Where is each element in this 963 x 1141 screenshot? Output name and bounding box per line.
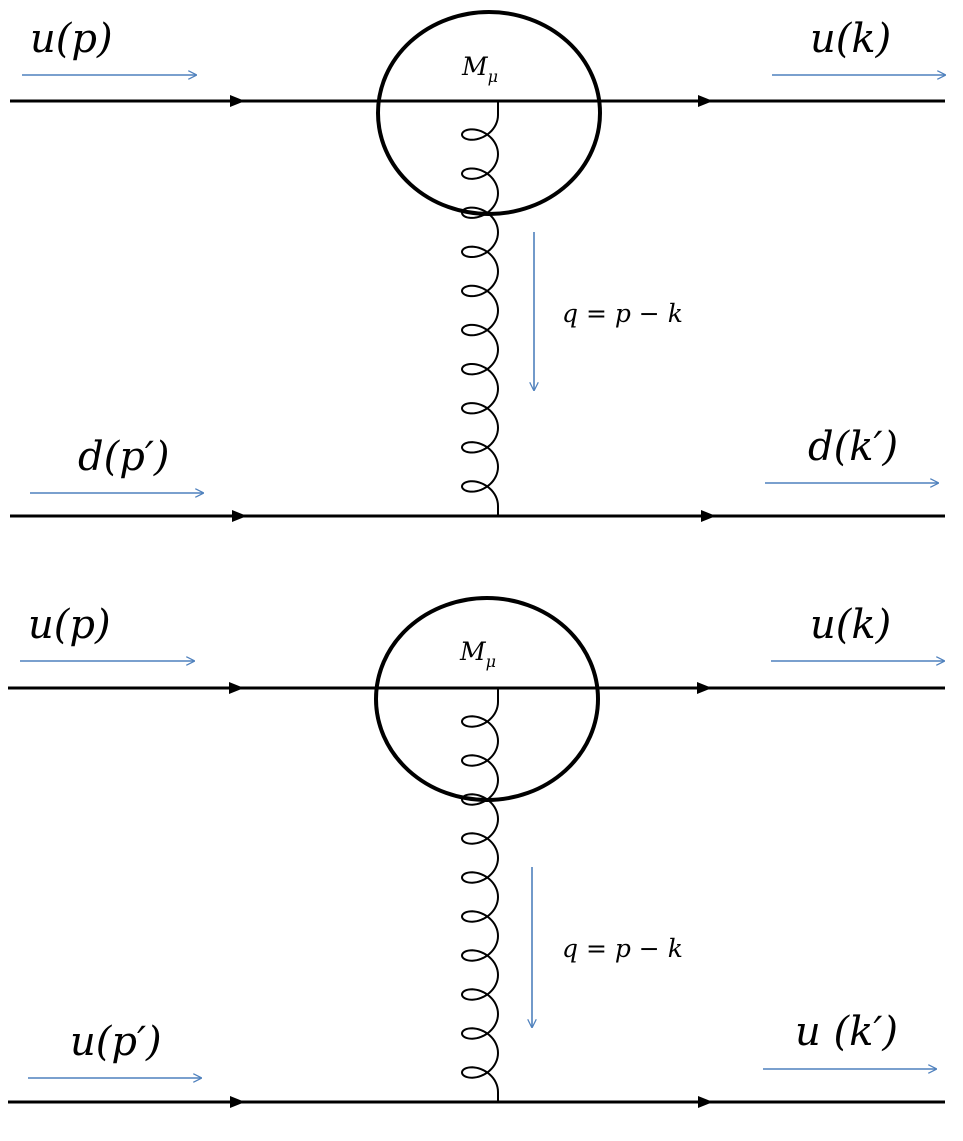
outgoing-bottom-label: d(k′) xyxy=(808,424,898,470)
momentum-transfer-label: q = p − k xyxy=(562,299,683,328)
diagram-uu-scattering: u(p) u(k) u(p′) u (k′) Mμ q = p − k xyxy=(8,596,945,1108)
fermion-arrow-icon xyxy=(697,682,712,694)
momentum-transfer-label: q = p − k xyxy=(562,934,683,963)
fermion-arrow-icon xyxy=(701,510,716,522)
outgoing-top-label: u(k) xyxy=(810,16,891,62)
fermion-arrow-icon xyxy=(698,1096,713,1108)
incoming-top-label: u(p) xyxy=(28,602,111,648)
vertex-label: Mμ xyxy=(461,52,498,86)
fermion-arrow-icon xyxy=(229,682,244,694)
fermion-arrow-icon xyxy=(230,1096,245,1108)
incoming-bottom-label: u(p′) xyxy=(70,1019,162,1065)
outgoing-top-label: u(k) xyxy=(810,602,891,648)
fermion-arrow-icon xyxy=(698,95,713,107)
gluon-propagator xyxy=(460,688,500,1102)
gluon-propagator xyxy=(460,101,500,516)
outgoing-bottom-label: u (k′) xyxy=(795,1009,898,1055)
vertex-label: Mμ xyxy=(459,637,496,671)
fermion-arrow-icon xyxy=(232,510,247,522)
fermion-arrow-icon xyxy=(230,95,245,107)
vertex-circle xyxy=(374,596,600,802)
incoming-bottom-label: d(p′) xyxy=(78,434,170,480)
vertex-circle xyxy=(376,10,602,216)
incoming-top-label: u(p) xyxy=(30,16,113,62)
diagram-ud-scattering: u(p) u(k) d(p′) d(k′) Mμ q = p − k xyxy=(10,10,945,522)
